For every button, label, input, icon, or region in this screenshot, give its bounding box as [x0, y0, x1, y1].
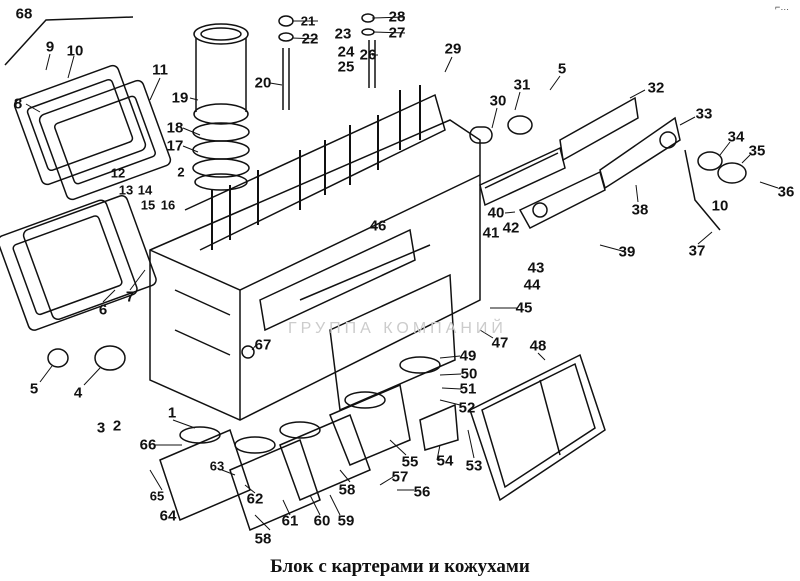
callout-label-39: 39: [618, 243, 636, 261]
callout-label-37: 37: [688, 242, 706, 260]
callout-label-49: 49: [459, 347, 477, 365]
callout-label-14: 14: [137, 182, 153, 198]
plug-67: [241, 345, 255, 359]
side-cover-gasket-8: [13, 64, 147, 186]
callout-label-18: 18: [166, 119, 184, 137]
callout-label-31: 31: [513, 76, 531, 94]
callout-label-67: 67: [254, 336, 272, 354]
callout-label-48: 48: [529, 337, 547, 355]
callout-label-28: 28: [388, 8, 406, 26]
callout-label-40: 40: [487, 204, 505, 222]
callout-label-21: 21: [300, 13, 316, 29]
callout-label-25: 25: [337, 58, 355, 76]
callout-label-62: 62: [246, 490, 264, 508]
callout-label-5: 5: [29, 380, 39, 398]
callout-label-19: 19: [171, 89, 189, 107]
callout-label-2: 2: [112, 417, 122, 435]
callout-label-27: 27: [388, 24, 406, 42]
callout-label-38: 38: [631, 201, 649, 219]
callout-label-53: 53: [465, 457, 483, 475]
callout-label-54: 54: [436, 452, 454, 470]
callout-label-10: 10: [66, 42, 84, 60]
callout-label-36: 36: [777, 183, 795, 201]
corner-mark: ⌐…: [775, 2, 790, 12]
bushing-4: [94, 345, 126, 371]
callout-label-23: 23: [334, 25, 352, 43]
callout-label-65: 65: [149, 488, 165, 504]
callout-label-52: 52: [458, 399, 476, 417]
side-cover-gasket-6: [0, 195, 157, 331]
callout-label-33: 33: [695, 105, 713, 123]
callout-label-8: 8: [13, 95, 23, 113]
side-cover-gasket-11: [38, 79, 172, 201]
callout-label-64: 64: [159, 507, 177, 525]
callout-label-51: 51: [459, 380, 477, 398]
callout-label-15: 15: [140, 197, 156, 213]
callout-label-2: 2: [177, 164, 185, 180]
callout-label-58: 58: [338, 481, 356, 499]
cylinder-liner-19: [192, 23, 250, 191]
callout-label-63: 63: [209, 458, 225, 474]
callout-label-34: 34: [727, 128, 745, 146]
callout-label-55: 55: [401, 453, 419, 471]
callout-label-16: 16: [160, 197, 176, 213]
group-bracket-line: [4, 16, 134, 66]
callout-label-12: 12: [110, 165, 126, 181]
callout-label-24: 24: [337, 43, 355, 61]
callout-label-10: 10: [711, 197, 729, 215]
callout-label-66: 66: [139, 436, 157, 454]
leader-lines: [25, 16, 779, 531]
callout-label-1: 1: [167, 404, 177, 422]
callout-label-44: 44: [523, 276, 541, 294]
callout-label-43: 43: [527, 259, 545, 277]
block-studs: [211, 85, 421, 250]
callout-label-61: 61: [281, 512, 299, 530]
studs-20-26: [282, 40, 376, 110]
callout-label-13: 13: [118, 182, 134, 198]
callout-label-58: 58: [254, 530, 272, 548]
callout-label-30: 30: [489, 92, 507, 110]
right-covers: [469, 96, 747, 231]
callout-label-3: 3: [96, 419, 106, 437]
diagram-caption: Блок с картерами и кожухами: [270, 556, 530, 577]
callout-label-26: 26: [359, 46, 377, 64]
watermark: ГРУППА КОМПАНИЙ: [288, 320, 507, 337]
callout-label-68: 68: [15, 5, 33, 23]
callout-label-41: 41: [482, 224, 500, 242]
callout-label-60: 60: [313, 512, 331, 530]
callout-label-56: 56: [413, 483, 431, 501]
callout-label-5: 5: [557, 60, 567, 78]
callout-label-42: 42: [502, 219, 520, 237]
callout-label-57: 57: [391, 468, 409, 486]
callout-label-7: 7: [125, 288, 135, 306]
callout-label-9: 9: [45, 38, 55, 56]
callout-label-59: 59: [337, 512, 355, 530]
plug-5: [47, 348, 69, 368]
callout-label-4: 4: [73, 384, 83, 402]
callout-label-32: 32: [647, 79, 665, 97]
callout-label-47: 47: [491, 334, 509, 352]
callout-label-20: 20: [254, 74, 272, 92]
callout-label-45: 45: [515, 299, 533, 317]
callout-label-50: 50: [460, 365, 478, 383]
callout-label-46: 46: [369, 217, 387, 235]
cylinder-block: [149, 93, 481, 421]
main-bearing-caps: [159, 356, 459, 532]
oil-pan-gasket-48: [469, 353, 606, 502]
callout-label-11: 11: [152, 61, 168, 79]
callout-label-35: 35: [748, 142, 766, 160]
callout-label-6: 6: [98, 301, 108, 319]
callout-label-22: 22: [301, 30, 319, 48]
callout-label-17: 17: [166, 137, 184, 155]
callout-label-29: 29: [444, 40, 462, 58]
